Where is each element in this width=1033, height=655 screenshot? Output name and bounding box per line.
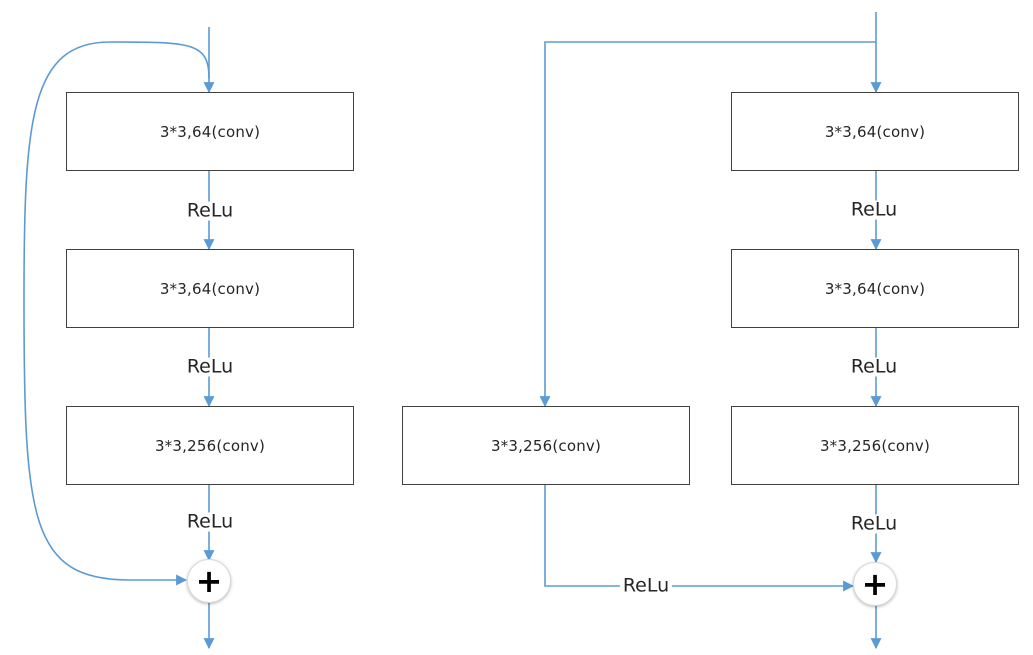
- right-shortcut-branch: [539, 41, 876, 408]
- shortcut-conv-3x3-256: 3*3,256(conv): [402, 406, 690, 485]
- shortcut-relu: ReLu: [619, 576, 673, 596]
- right-relu-3: ReLu: [847, 514, 901, 534]
- right-relu-1: ReLu: [847, 200, 901, 220]
- right-conv-3x3-256: 3*3,256(conv): [731, 406, 1019, 485]
- right-conv-3x3-64-a: 3*3,64(conv): [731, 92, 1019, 171]
- left-relu-1: ReLu: [183, 201, 237, 221]
- right-relu-2: ReLu: [847, 357, 901, 377]
- left-relu-3: ReLu: [183, 512, 237, 532]
- left-conv-3x3-64-b: 3*3,64(conv): [66, 249, 354, 328]
- left-conv-3x3-64-a: 3*3,64(conv): [66, 92, 354, 171]
- left-relu-2: ReLu: [183, 357, 237, 377]
- right-shortcut-to-add: [544, 485, 855, 592]
- right-add-node: +: [853, 562, 897, 606]
- left-conv-3x3-256: 3*3,256(conv): [66, 406, 354, 485]
- left-identity-shortcut: [23, 41, 210, 586]
- left-add-node: +: [187, 559, 231, 603]
- right-conv-3x3-64-b: 3*3,64(conv): [731, 249, 1019, 328]
